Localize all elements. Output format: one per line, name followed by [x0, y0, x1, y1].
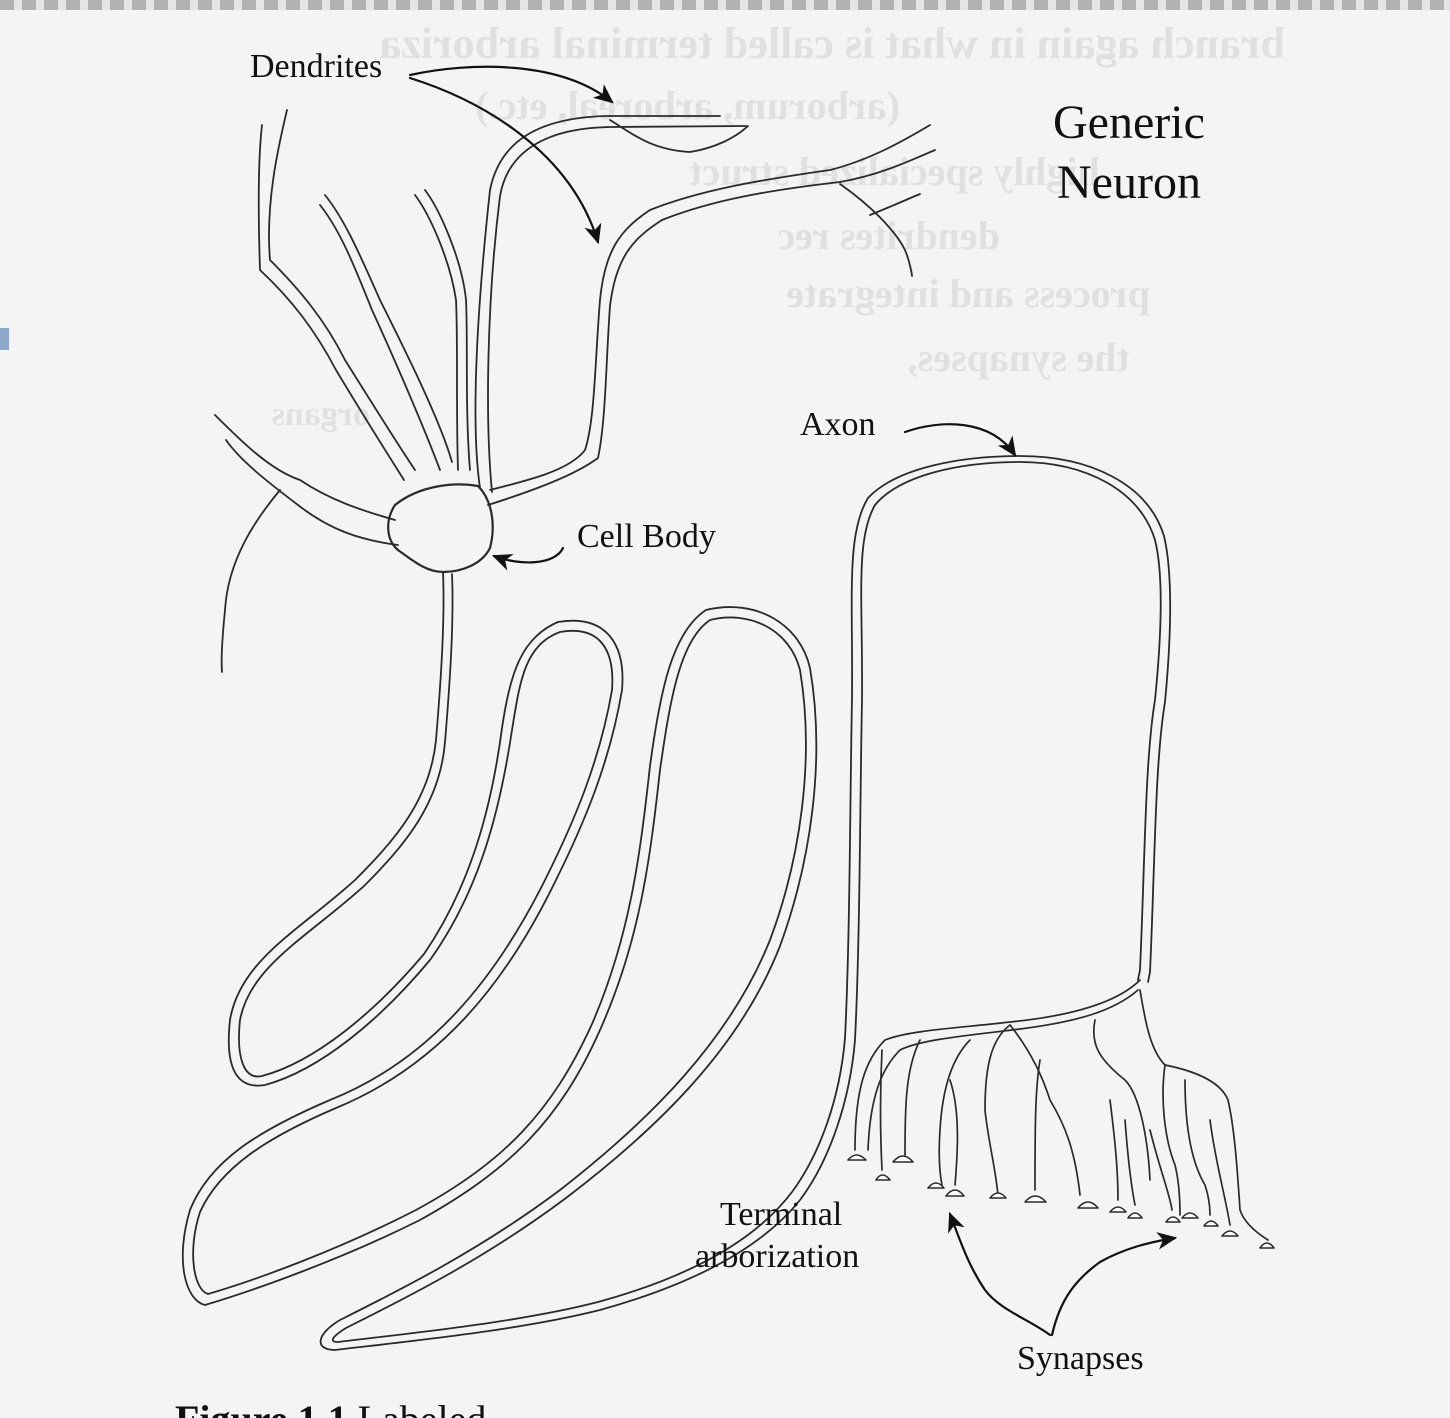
axon-path — [183, 456, 1170, 1350]
axon-inner — [193, 456, 1170, 1342]
title-line-1: Generic — [1053, 93, 1205, 153]
dendrite-top-long-inner — [488, 126, 746, 492]
dendrite-upper-b-inner — [320, 205, 440, 470]
dendrite-left-drop — [222, 490, 280, 672]
dendrite-top-branch — [610, 120, 748, 152]
synapses-arrow-right — [1052, 1238, 1175, 1335]
synaptic-boutons — [848, 1155, 1274, 1248]
cell-body — [388, 484, 493, 572]
dendrite-right-inner — [488, 150, 935, 505]
dendrite-upper-b — [325, 195, 452, 462]
synapses-label: Synapses — [1017, 1340, 1144, 1378]
dendrite-upper-a-inner — [415, 195, 458, 470]
dendrites-label: Dendrites — [250, 48, 382, 86]
dendrites-arrow-2 — [410, 78, 598, 242]
figure-caption-text: Labeled — [358, 1397, 487, 1418]
cell-body-arrow — [494, 548, 563, 562]
dendrite-right-branch — [840, 184, 912, 276]
axon-arrow — [905, 424, 1015, 455]
axon-outer — [183, 462, 1161, 1350]
dendrite-right-twig — [870, 194, 920, 215]
dendrites-arrow-1 — [410, 67, 612, 102]
synapses-arrow-left — [950, 1214, 1050, 1335]
figure-caption: Figure 1.1 Labeled — [175, 1396, 486, 1418]
terminal-label-line-1: Terminal — [720, 1196, 842, 1234]
axon-label: Axon — [800, 406, 876, 444]
figure-number: Figure 1.1 — [175, 1397, 348, 1418]
cell-body-label: Cell Body — [577, 518, 716, 556]
dendrite-left — [215, 415, 395, 520]
terminal-arborization — [855, 980, 1268, 1240]
title-line-2: Neuron — [1057, 153, 1201, 213]
dendrite-upper-a — [425, 190, 470, 470]
terminal-label-line-2: arborization — [695, 1238, 859, 1276]
dendrite-upper-c — [269, 110, 415, 470]
dendrite-top-long — [475, 116, 720, 488]
